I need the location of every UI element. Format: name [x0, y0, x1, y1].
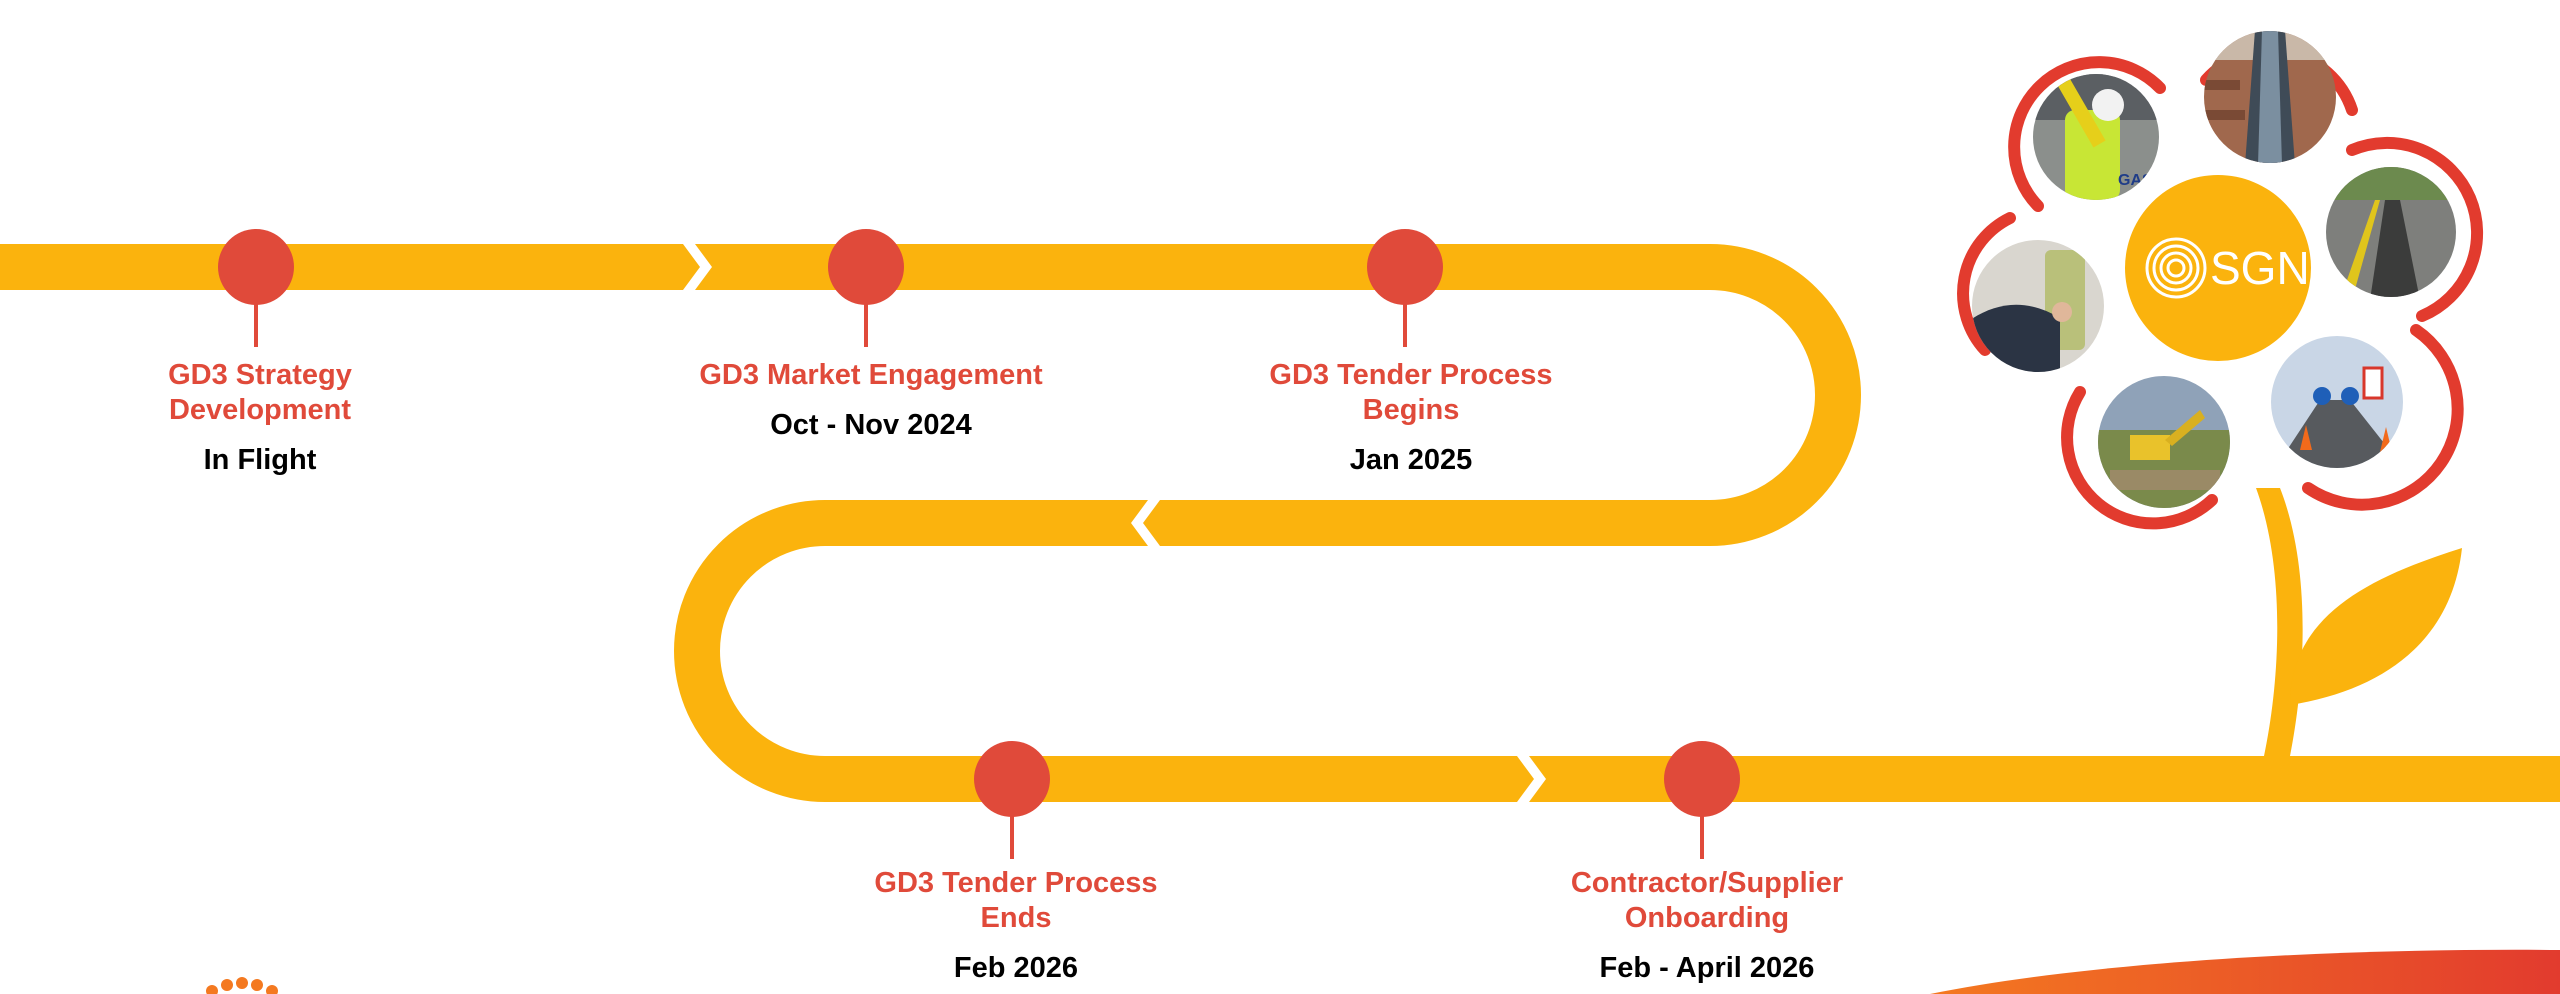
pipe-trench-photo: [2204, 31, 2336, 163]
milestone-marker: [974, 741, 1050, 859]
milestone-stem: [1403, 267, 1407, 347]
milestone-date: Feb 2026: [953, 952, 1079, 984]
milestone-date: In Flight: [203, 444, 317, 476]
milestone-dot: [1664, 741, 1740, 817]
petal-photos: GAS: [1972, 31, 2456, 508]
milestone-date: Feb - April 2026: [1599, 952, 1815, 984]
milestone-date: Oct - Nov 2024: [770, 409, 972, 441]
milestone-markers: [218, 229, 1740, 859]
milestone-stem: [1010, 779, 1014, 859]
milestone-stem: [1700, 779, 1704, 859]
milestone-marker: [828, 229, 904, 347]
brand-name: SGN: [2210, 242, 2310, 294]
gas-worker-photo: GAS: [2033, 74, 2159, 200]
milestone-title: Contractor/Supplier Onboarding: [1570, 867, 1844, 934]
flower-leaf: [2290, 548, 2462, 705]
milestone-date: Jan 2025: [1349, 444, 1473, 476]
milestone-stem: [864, 267, 868, 347]
road-works-photo: [2271, 336, 2403, 468]
milestone-dot: [218, 229, 294, 305]
milestone-marker: [1664, 741, 1740, 859]
milestone-dot: [974, 741, 1050, 817]
chevron-right-icon: [683, 244, 712, 290]
road-repair-photo: [2326, 167, 2456, 297]
milestone-title: GD3 Tender Process Ends: [874, 867, 1158, 934]
orange-swoosh-icon: [1930, 949, 2560, 994]
milestone-marker: [218, 229, 294, 347]
excavation-site-photo: [2098, 376, 2230, 508]
milestone-title: GD3 Strategy Development: [168, 359, 352, 426]
road-path: [0, 244, 2560, 802]
flower-center: SGN: [2125, 175, 2311, 361]
milestone-title: GD3 Tender Process Begins: [1269, 359, 1553, 426]
svg-text:GAS: GAS: [2118, 172, 2153, 189]
milestone-stem: [254, 267, 258, 347]
sgn-logo-icon: [2145, 237, 2207, 299]
milestone-marker: [1367, 229, 1443, 347]
meter-reading-photo: [1972, 240, 2104, 372]
milestone-dot: [1367, 229, 1443, 305]
chevron-left-icon: [1131, 500, 1160, 546]
chevron-right-icon: [1517, 756, 1546, 802]
milestone-label: GD3 Strategy Development In Flight: [80, 358, 440, 478]
orange-dots-logo-icon: [206, 977, 278, 994]
milestone-dot: [828, 229, 904, 305]
milestone-title: GD3 Market Engagement: [699, 359, 1043, 391]
flower-stem: [2256, 488, 2303, 756]
